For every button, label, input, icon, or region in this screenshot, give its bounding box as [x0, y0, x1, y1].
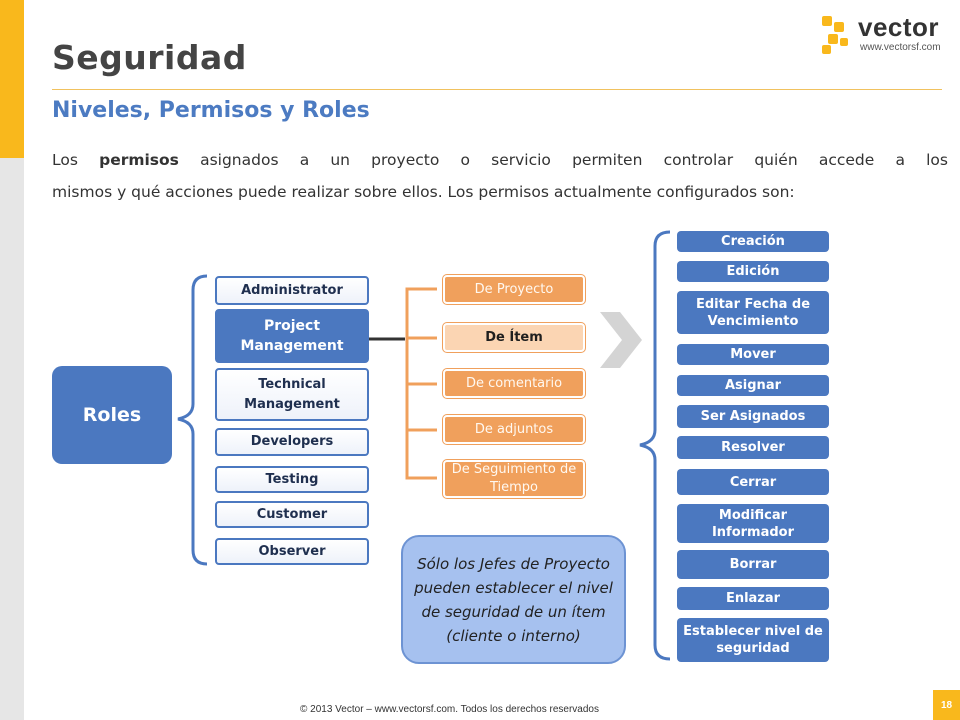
- action-establecer-nivel-seguridad: Establecer nivel de seguridad: [677, 618, 829, 662]
- role-customer: Customer: [215, 501, 369, 528]
- security-note: Sólo los Jefes de Proyecto pueden establ…: [401, 535, 626, 664]
- role-technical-management: Technical Management: [215, 368, 369, 421]
- action-ser-asignados: Ser Asignados: [677, 405, 829, 428]
- intro-paragraph-line2: mismos y qué acciones puede realizar sob…: [52, 176, 948, 208]
- left-gray-bar: [0, 158, 24, 720]
- page-title: Seguridad: [52, 38, 247, 77]
- permission-proyecto: De Proyecto: [443, 275, 585, 304]
- role-administrator: Administrator: [215, 276, 369, 305]
- role-project-management: Project Management: [215, 309, 369, 363]
- permission-item: De Ítem: [443, 323, 585, 352]
- permissions-fork: [405, 287, 437, 480]
- roles-brace: [177, 274, 208, 566]
- action-edicion: Edición: [677, 261, 829, 282]
- action-modificar-informador: Modificar Informador: [677, 504, 829, 543]
- logo-url: www.vectorsf.com: [860, 42, 941, 53]
- permission-comentario: De comentario: [443, 369, 585, 398]
- intro-text-3: mismos y qué acciones puede realizar sob…: [52, 183, 795, 201]
- page-subtitle: Niveles, Permisos y Roles: [52, 98, 370, 123]
- action-borrar: Borrar: [677, 550, 829, 579]
- action-mover: Mover: [677, 344, 829, 365]
- brand-logo: vector www.vectorsf.com: [820, 12, 950, 60]
- role-observer: Observer: [215, 538, 369, 565]
- roles-box: Roles: [52, 366, 172, 464]
- action-resolver: Resolver: [677, 436, 829, 459]
- footer-copyright: © 2013 Vector – www.vectorsf.com. Todos …: [300, 704, 599, 715]
- intro-text-1: Los: [52, 151, 100, 169]
- actions-brace: [639, 230, 671, 661]
- action-asignar: Asignar: [677, 375, 829, 396]
- logo-wordmark: vector: [858, 12, 940, 42]
- role-testing: Testing: [215, 466, 369, 493]
- intro-text-2: asignados a un proyecto o servicio permi…: [178, 151, 948, 169]
- intro-paragraph: Los permisos asignados a un proyecto o s…: [52, 144, 948, 176]
- action-enlazar: Enlazar: [677, 587, 829, 610]
- permission-seguimiento-tiempo: De Seguimiento de Tiempo: [443, 460, 585, 498]
- intro-bold: permisos: [99, 151, 179, 169]
- chevron-right-icon: [600, 312, 642, 368]
- vector-logo-icon: [822, 16, 848, 54]
- action-editar-fecha-vencimiento: Editar Fecha de Vencimiento: [677, 291, 829, 334]
- left-accent-bar: [0, 0, 24, 158]
- page-number: 18: [933, 690, 960, 720]
- role-developers: Developers: [215, 428, 369, 456]
- action-creacion: Creación: [677, 231, 829, 252]
- action-cerrar: Cerrar: [677, 469, 829, 495]
- permission-adjuntos: De adjuntos: [443, 415, 585, 444]
- title-divider: [52, 89, 942, 90]
